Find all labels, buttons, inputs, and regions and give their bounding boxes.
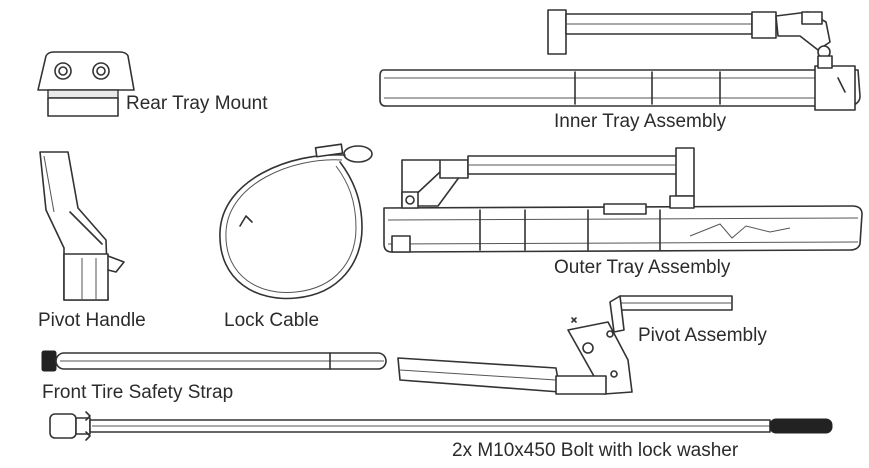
- label-pivot-handle: Pivot Handle: [38, 310, 146, 331]
- label-pivot-assembly: Pivot Assembly: [638, 325, 767, 346]
- label-inner-tray-assembly: Inner Tray Assembly: [554, 111, 727, 132]
- pivot-handle-drawing: [39, 151, 125, 301]
- label-outer-tray-assembly: Outer Tray Assembly: [554, 257, 731, 278]
- label-rear-tray-mount: Rear Tray Mount: [126, 93, 268, 114]
- rear-tray-mount-drawing: [37, 51, 135, 117]
- label-bolt: 2x M10x450 Bolt with lock washer: [452, 440, 739, 461]
- inner-tray-assembly-drawing: [379, 9, 861, 111]
- label-front-tire-safety-strap: Front Tire Safety Strap: [42, 382, 234, 403]
- lock-cable-drawing: [219, 143, 373, 300]
- bolt-drawing: [49, 411, 833, 441]
- pivot-assembly-drawing: [397, 295, 733, 395]
- front-tire-safety-strap-drawing: [41, 350, 387, 372]
- outer-tray-assembly-drawing: [383, 147, 863, 253]
- label-lock-cable: Lock Cable: [224, 310, 320, 331]
